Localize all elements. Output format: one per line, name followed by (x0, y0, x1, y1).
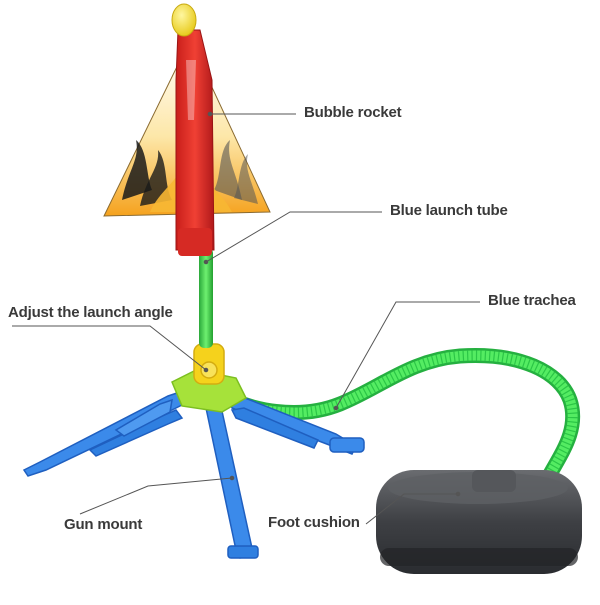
leader-gun-mount (79, 477, 233, 515)
label-blue-trachea: Blue trachea (488, 292, 576, 309)
leader-foot-cushion (365, 493, 458, 525)
foot-pump (376, 470, 582, 574)
leader-adjust-angle (12, 325, 207, 371)
hose (210, 347, 581, 486)
label-foot-cushion: Foot cushion (268, 514, 360, 531)
label-blue-launch-tube: Blue launch tube (390, 202, 508, 219)
label-bubble-rocket: Bubble rocket (304, 104, 402, 121)
label-gun-mount: Gun mount (64, 516, 143, 533)
bubble-rocket (103, 3, 271, 256)
launcher-legs (22, 391, 365, 559)
label-adjust-launch-angle: Adjust the launch angle (8, 304, 173, 321)
launcher-hub (171, 343, 247, 413)
leader-blue-launch-tube (205, 211, 382, 263)
leader-lines (12, 111, 480, 525)
leader-blue-trachea (335, 301, 480, 409)
launch-tube (199, 248, 213, 348)
